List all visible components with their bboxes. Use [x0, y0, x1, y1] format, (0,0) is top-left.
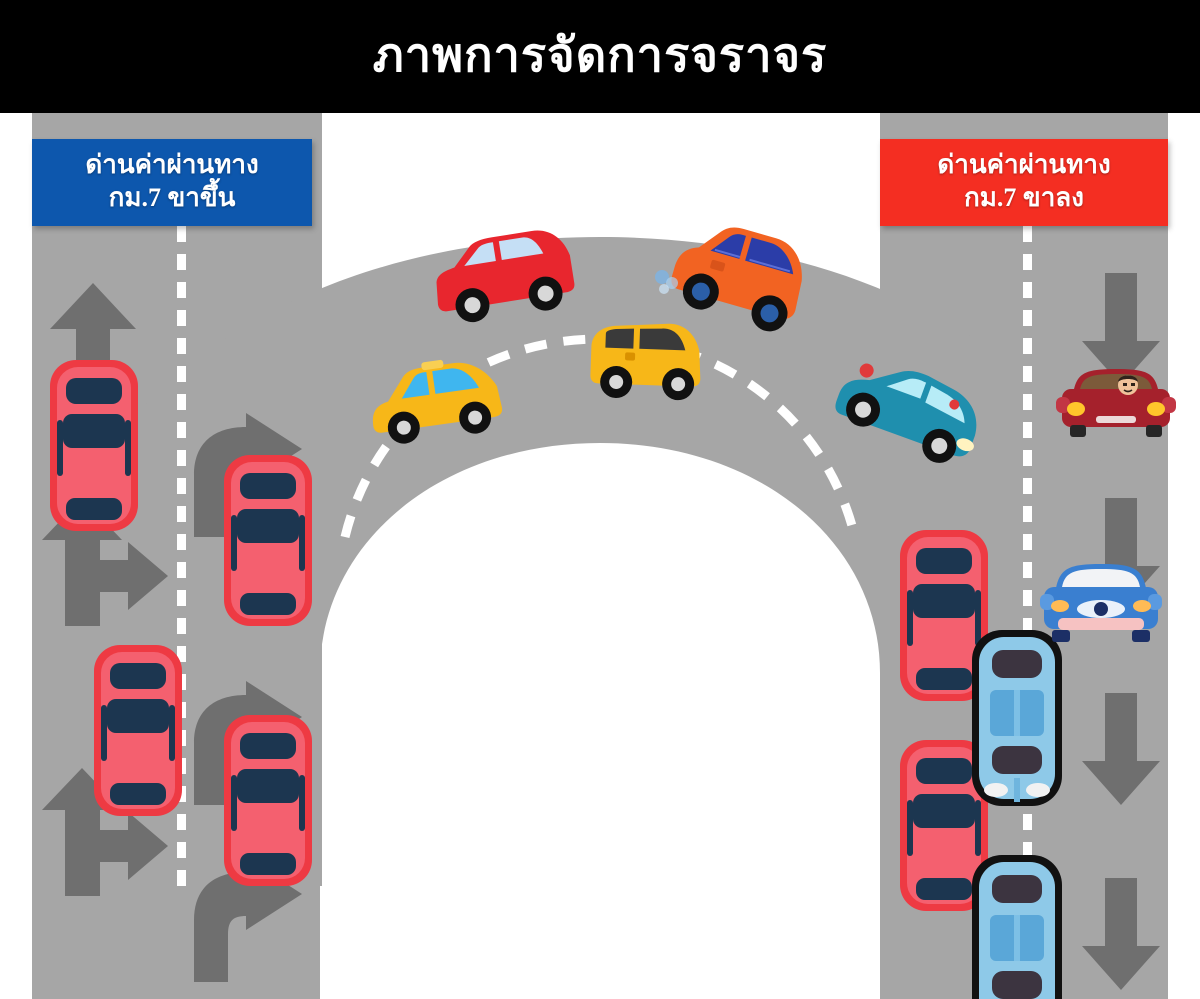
down-arrow-icon	[1082, 878, 1160, 990]
page-header: ภาพการจัดการจราจร	[0, 0, 1200, 113]
toll-gate-left-label[interactable]: ด่านค่าผ่านทาง กม.7 ขาขึ้น	[32, 139, 312, 226]
car-top-view	[222, 713, 314, 888]
diagram-canvas: ด่านค่าผ่านทาง กม.7 ขาขึ้น ด่านค่าผ่านทา…	[0, 113, 1200, 999]
toll-gate-left-line1: ด่านค่าผ่านทาง	[85, 150, 259, 179]
car-side-view	[581, 311, 708, 407]
car-side-view	[424, 217, 583, 331]
page-title: ภาพการจัดการจราจร	[372, 30, 828, 82]
car-top-view	[970, 853, 1064, 999]
car-side-view	[361, 346, 510, 450]
car-front-view-with-driver	[1056, 363, 1176, 455]
toll-gate-right-line2: กม.7 ขาลง	[964, 183, 1084, 213]
car-top-view	[222, 453, 314, 628]
toll-gate-left-line2: กม.7 ขาขึ้น	[108, 183, 236, 213]
toll-gate-right-line1: ด่านค่าผ่านทาง	[937, 150, 1111, 179]
car-top-view	[92, 643, 184, 818]
exhaust-smoke-puff-icon	[648, 263, 688, 303]
toll-gate-right-label[interactable]: ด่านค่าผ่านทาง กม.7 ขาลง	[880, 139, 1168, 226]
car-front-view	[1040, 556, 1162, 656]
down-arrow-icon	[1082, 693, 1160, 805]
car-top-view	[48, 358, 140, 533]
